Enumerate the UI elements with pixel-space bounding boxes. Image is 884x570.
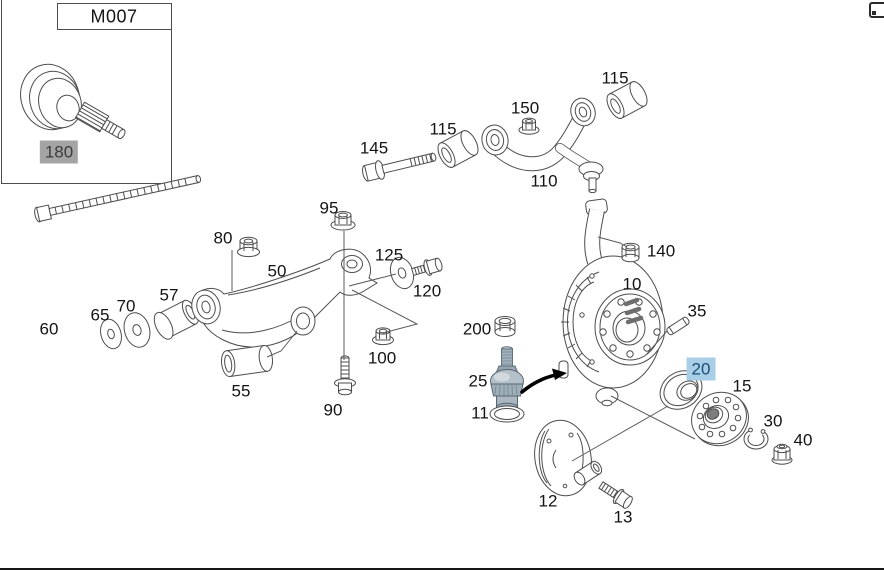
part-label-15[interactable]: 15 (732, 376, 752, 396)
upper-control-arm-drawing (481, 97, 604, 194)
part-label-13[interactable]: 13 (613, 507, 633, 527)
steering-knuckle-drawing (558, 198, 666, 407)
nut-100-drawing (372, 327, 394, 346)
washer-65-drawing (100, 318, 122, 350)
part-label-30[interactable]: 30 (763, 411, 783, 431)
part-label-12[interactable]: 12 (538, 491, 558, 511)
part-label-11[interactable]: 11 (471, 403, 489, 423)
part-label-145[interactable]: 145 (359, 138, 389, 158)
washer-70-drawing (123, 312, 151, 348)
wheel-hub-drawing (691, 391, 749, 447)
bushing-115-right-drawing (606, 81, 648, 119)
part-label-95[interactable]: 95 (319, 198, 339, 218)
part-label-115-right[interactable]: 115 (601, 68, 629, 88)
part-label-80[interactable]: 80 (213, 228, 233, 248)
part-label-57[interactable]: 57 (159, 285, 179, 305)
bolt-120-drawing (411, 257, 443, 276)
nut-140-drawing (621, 242, 640, 263)
bottom-border (0, 568, 884, 570)
part-label-65[interactable]: 65 (90, 305, 110, 325)
part-label-120[interactable]: 120 (412, 281, 442, 301)
part-label-200[interactable]: 200 (462, 319, 492, 339)
bolt-90-drawing (334, 355, 356, 396)
pictogram-title[interactable]: M007 (90, 6, 138, 27)
pin-35-drawing (666, 316, 690, 336)
ball-joint-product-drawing (490, 346, 524, 412)
snap-ring-30-drawing (743, 426, 769, 450)
part-label-50[interactable]: 50 (267, 261, 287, 281)
corner-expand-icon-mark (872, 11, 876, 15)
part-label-150[interactable]: 150 (510, 98, 540, 118)
cv-joint-drawing (20, 63, 126, 140)
part-label-25[interactable]: 25 (468, 371, 488, 391)
part-label-10[interactable]: 10 (622, 274, 642, 294)
bushing-55-drawing (220, 344, 274, 378)
nut-80-drawing (237, 236, 260, 258)
part-label-180[interactable]: 180 (39, 140, 79, 164)
part-label-35[interactable]: 35 (687, 301, 707, 321)
bolt-60-drawing (34, 175, 202, 223)
part-label-70[interactable]: 70 (116, 296, 136, 316)
part-label-60[interactable]: 60 (39, 319, 59, 339)
nut-200-drawing (494, 316, 516, 337)
install-direction-arrow (520, 368, 567, 394)
nut-150-drawing (518, 117, 540, 135)
bushing-115-left-drawing (437, 130, 479, 168)
nut-40-drawing (771, 443, 793, 465)
bolt-13-drawing (598, 481, 633, 509)
part-label-140[interactable]: 140 (646, 241, 676, 261)
sealing-ring-11-drawing (489, 405, 525, 423)
part-label-90[interactable]: 90 (323, 400, 343, 420)
part-label-20-highlighted[interactable]: 20 (686, 357, 716, 381)
corner-expand-icon[interactable] (869, 2, 884, 18)
nut-95-drawing (330, 211, 356, 231)
part-label-100[interactable]: 100 (367, 348, 397, 368)
leader-lines (231, 231, 696, 462)
part-label-115-left[interactable]: 115 (429, 119, 457, 139)
bolt-145-drawing (362, 152, 437, 182)
part-label-110[interactable]: 110 (530, 171, 558, 191)
washer-125-drawing (389, 256, 415, 290)
part-label-40[interactable]: 40 (793, 430, 813, 450)
pictogram-box[interactable] (1, 0, 172, 184)
dust-shield-drawing (534, 419, 603, 497)
part-label-55[interactable]: 55 (231, 381, 251, 401)
part-label-125[interactable]: 125 (374, 245, 404, 265)
